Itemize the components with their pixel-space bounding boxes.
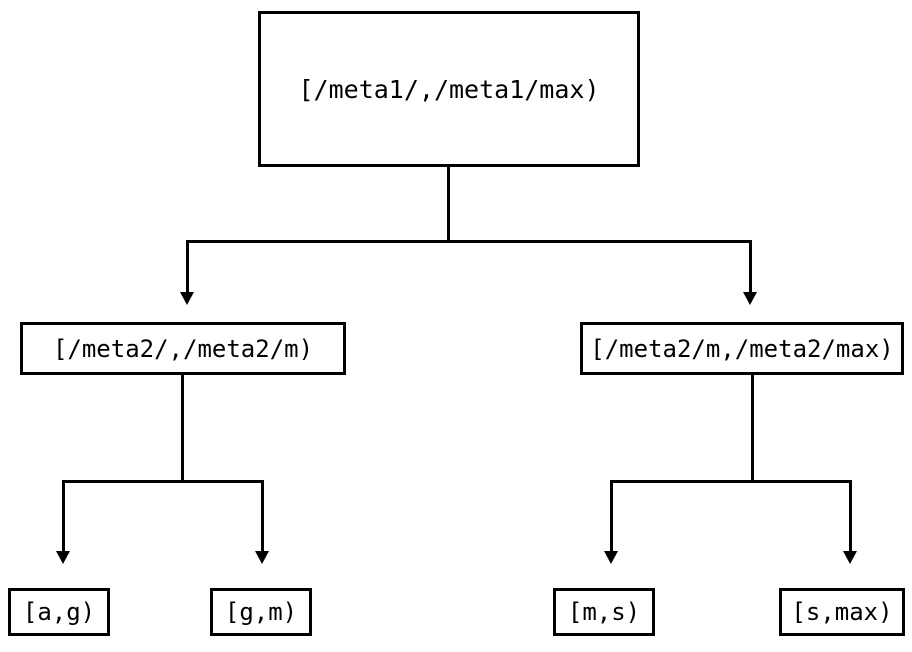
tree-node-leaf-ms[interactable]: [m,s) [553, 588, 655, 636]
tree-node-leaf-smax[interactable]: [s,max) [779, 588, 905, 636]
tree-node-leaf-ms-label: [m,s) [567, 598, 641, 626]
arrowhead-down-icon-leaf-gm [255, 551, 269, 564]
edge-mid-left-to-leaf-gm [261, 480, 264, 553]
edge-mid-right-to-leaf-smax [849, 480, 852, 553]
edge-root-to-mid-left [186, 240, 189, 294]
tree-node-mid-left-label: [/meta2/,/meta2/m) [52, 334, 314, 363]
arrowhead-down-icon-mid-right [743, 292, 757, 305]
edge-mid-left-to-leaf-ag [62, 480, 65, 553]
edge-mid-right-stem [751, 375, 754, 483]
tree-node-leaf-ag-label: [a,g) [22, 598, 96, 626]
tree-node-mid-left[interactable]: [/meta2/,/meta2/m) [20, 322, 346, 375]
tree-node-leaf-ag[interactable]: [a,g) [8, 588, 110, 636]
edge-mid-right-horizontal-bar [610, 480, 852, 483]
edge-root-horizontal-bar [186, 240, 752, 243]
tree-node-leaf-gm-label: [g,m) [224, 598, 298, 626]
tree-node-mid-right-label: [/meta2/m,/meta2/max) [590, 334, 894, 363]
edge-mid-right-to-leaf-ms [610, 480, 613, 553]
tree-node-root-label: [/meta1/,/meta1/max) [298, 74, 600, 104]
arrowhead-down-icon-mid-left [180, 292, 194, 305]
arrowhead-down-icon-leaf-smax [843, 551, 857, 564]
edge-mid-left-horizontal-bar [62, 480, 264, 483]
tree-node-mid-right[interactable]: [/meta2/m,/meta2/max) [580, 322, 904, 375]
arrowhead-down-icon-leaf-ms [604, 551, 618, 564]
edge-root-to-mid-right [749, 240, 752, 294]
tree-node-leaf-smax-label: [s,max) [791, 598, 893, 626]
tree-node-leaf-gm[interactable]: [g,m) [210, 588, 312, 636]
arrowhead-down-icon-leaf-ag [56, 551, 70, 564]
edge-root-stem [447, 167, 450, 242]
tree-node-root[interactable]: [/meta1/,/meta1/max) [258, 11, 640, 167]
edge-mid-left-stem [181, 375, 184, 483]
